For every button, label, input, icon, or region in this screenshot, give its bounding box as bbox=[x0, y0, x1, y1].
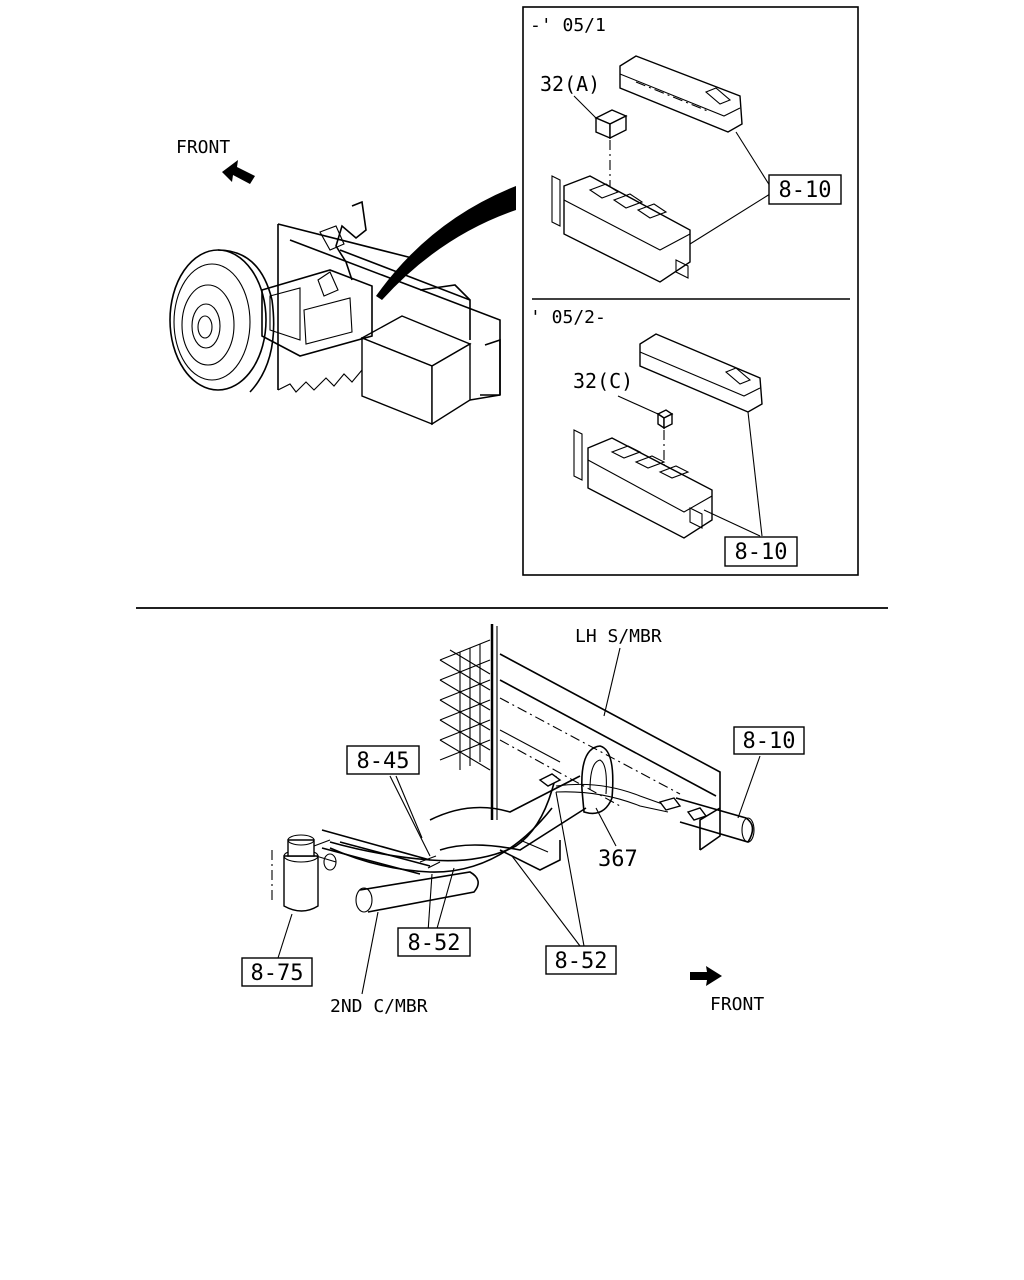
grille-mesh bbox=[439, 639, 491, 771]
fuse-box-cover-lower bbox=[639, 333, 763, 413]
ref-box-upper-8-10 bbox=[768, 174, 842, 205]
relay-label-32c: 32(C) bbox=[573, 369, 633, 393]
ref-upper-8-10: 8-10 bbox=[779, 178, 832, 203]
pipe-2nd-crossmember bbox=[355, 871, 479, 913]
battery-box-illustration bbox=[360, 315, 472, 426]
inset-upper-period: -' 05/1 bbox=[530, 15, 606, 36]
vehicle-overview-illustration: FRONT bbox=[169, 137, 516, 426]
crossmember-grommet bbox=[429, 745, 614, 871]
lh-side-member-label: LH S/MBR bbox=[575, 626, 662, 647]
part-367-label: 367 bbox=[598, 847, 638, 872]
relay-32c-illustration bbox=[656, 409, 674, 470]
ref-box-lower-8-10 bbox=[724, 536, 798, 567]
front-arrow-top-icon bbox=[222, 160, 255, 184]
ref-lower-8-10: 8-10 bbox=[735, 540, 788, 565]
ref-box-8-10 bbox=[733, 726, 805, 755]
inset-detail-box: -' 05/1 32(A) 8-10 ' bbox=[522, 6, 859, 576]
second-crossmember-label: 2ND C/MBR bbox=[330, 996, 428, 1017]
front-label-bottom: FRONT bbox=[710, 994, 764, 1015]
tire-illustration bbox=[169, 249, 275, 393]
fuse-block-base-lower bbox=[573, 429, 713, 539]
ref-8-75: 8-75 bbox=[251, 961, 304, 986]
junction-block-illustration bbox=[261, 200, 373, 357]
pipe-8-45 bbox=[321, 829, 431, 875]
lh-side-member bbox=[499, 653, 721, 851]
harness-routing-illustration bbox=[271, 624, 761, 995]
ref-box-8-45 bbox=[346, 745, 420, 775]
front-arrow-bottom-icon bbox=[690, 966, 722, 986]
ref-box-8-52-left bbox=[397, 927, 471, 957]
wire-harness bbox=[329, 773, 708, 873]
fuse-block-base-upper bbox=[551, 175, 691, 283]
callout-wedge bbox=[376, 186, 516, 300]
ref-box-8-75 bbox=[241, 957, 313, 987]
ref-8-45: 8-45 bbox=[357, 749, 410, 774]
pipe-8-10 bbox=[675, 797, 755, 843]
ref-box-8-52-right bbox=[545, 945, 617, 975]
relay-label-32a: 32(A) bbox=[540, 72, 600, 96]
receiver-drier-illustration bbox=[271, 834, 337, 912]
ref-8-52-left: 8-52 bbox=[408, 931, 461, 956]
ref-8-52-right: 8-52 bbox=[555, 949, 608, 974]
relay-32a-illustration bbox=[594, 109, 628, 190]
fuse-box-cover-upper bbox=[619, 55, 743, 133]
ref-8-10: 8-10 bbox=[743, 729, 796, 754]
inset-lower-period: ' 05/2- bbox=[530, 307, 606, 328]
front-label-top: FRONT bbox=[176, 137, 230, 158]
